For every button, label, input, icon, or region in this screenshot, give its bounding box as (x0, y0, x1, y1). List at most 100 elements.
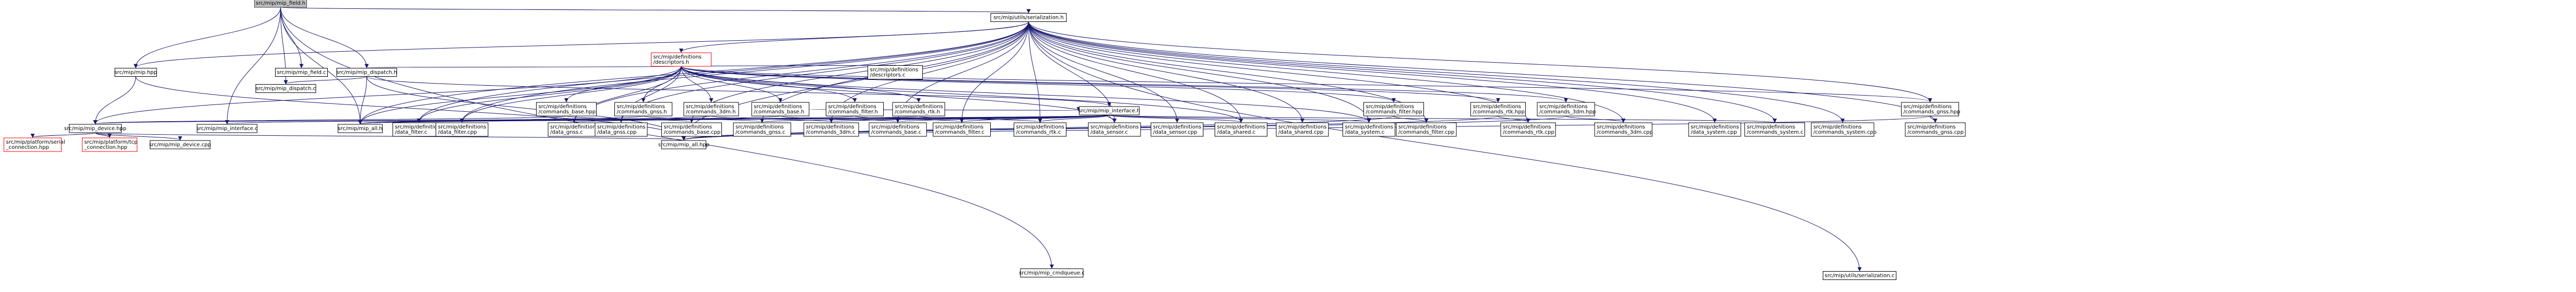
node-commands_gnss_c[interactable]: src/mip/definitions/commands_gnss.c (733, 122, 791, 137)
node-commands_3dm_cpp[interactable]: src/mip/definitions/commands_3dm.cpp (1594, 122, 1653, 137)
node-label: src/mip/platform/tcp (85, 139, 138, 145)
node-data_sensor_cpp[interactable]: src/mip/definitions/data_sensor.cpp (1150, 122, 1204, 137)
node-label: src/mip/definitions (1345, 124, 1394, 130)
node-label: /commands_base.h (754, 109, 804, 115)
node-mip_field_h[interactable]: src/mip/mip_field.h (254, 0, 307, 8)
node-label: src/mip/mip_device.cpp (149, 142, 211, 148)
node-data_system_cpp[interactable]: src/mip/definitions/data_system.cpp (1688, 122, 1741, 137)
node-box (1215, 122, 1267, 137)
node-commands_filter_c[interactable]: src/mip/definitions/commands_filter.c (933, 122, 991, 137)
node-commands_system_c[interactable]: src/mip/definitions/commands_system.c (1744, 122, 1805, 137)
node-box (869, 122, 927, 137)
node-serialization_h[interactable]: src/mip/utils/serialization.h (990, 13, 1067, 22)
node-label: src/mip/mip_cmdqueue.c (1019, 271, 1085, 276)
node-serialization_c[interactable]: src/mip/utils/serialization.c (1823, 271, 1896, 280)
node-mip_dispatch_c[interactable]: src/mip/mip_dispatch.c (255, 84, 316, 93)
node-label: src/mip/definitions (870, 67, 919, 73)
edge-mip_field_h-to-midqueue_c (280, 7, 1054, 269)
node-data_sensor_c[interactable]: src/mip/definitions/data_sensor.c (1088, 122, 1141, 137)
node-box (868, 65, 923, 79)
node-label: src/mip/definitions (1813, 124, 1862, 130)
edge-serialization_h-to-serialization_c (1028, 21, 1862, 272)
node-label: src/mip/definitions (806, 124, 854, 130)
edge-mip_interface_h-to-data_sensor_c (1109, 114, 1117, 123)
node-commands_3dm_c[interactable]: src/mip/definitions/commands_3dm.c (803, 122, 859, 137)
node-descriptors_h[interactable]: src/mip/definitions/descriptors.h (651, 52, 711, 67)
node-data_gnss_c[interactable]: src/mip/definitions/data_gnss.c (548, 122, 601, 137)
node-mip_device_cpp[interactable]: src/mip/mip_device.cpp (149, 140, 211, 149)
node-box (1343, 122, 1395, 137)
node-label: /commands_system.cpp (1813, 130, 1877, 135)
node-label: src/mip/definitions (1217, 124, 1266, 130)
node-label: src/mip/definitions (935, 124, 984, 130)
node-commands_gnss_cpp[interactable]: src/mip/definitions/commands_gnss.cpp (1905, 122, 1966, 137)
node-commands_gnss_h[interactable]: src/mip/definitions/commands_gnss.h (614, 102, 672, 116)
node-box (1823, 271, 1896, 280)
node-mip_field_c[interactable]: src/mip/mip_field.c (275, 68, 328, 77)
node-mip_interface_h[interactable]: src/mip/mip_interface.h (1078, 106, 1140, 115)
node-commands_rtk_hpp[interactable]: src/mip/definitions/commands_rtk.hpp (1470, 102, 1526, 116)
node-mip_all_hpp[interactable]: src/mip/mip_all.hpp (658, 140, 709, 149)
edge-descriptors_h-to-commands_rtk_h (681, 66, 921, 102)
node-label: src/mip/definitions (1366, 104, 1415, 110)
node-commands_gnss_hpp[interactable]: src/mip/definitions/commands_gnss.hpp (1901, 102, 1961, 116)
node-commands_rtk_cpp[interactable]: src/mip/definitions/commands_rtk.cpp (1500, 122, 1556, 137)
node-label: src/mip/definitions (1597, 124, 1645, 130)
node-midqueue_c[interactable]: src/mip/mip_cmdqueue.c (1019, 268, 1085, 277)
node-commands_filter_h[interactable]: src/mip/definitions/commands_filter.h (826, 102, 884, 116)
node-commands_base_hpp[interactable]: src/mip/definitions/commands_base.hpp (536, 102, 597, 116)
node-label: /commands_gnss.c (735, 130, 785, 135)
edge-mip_interface_h-to-data_system_c (1109, 114, 1371, 123)
node-label: src/mip/definitions (395, 124, 444, 130)
node-label: src/mip/definitions (1503, 124, 1551, 130)
node-box (933, 122, 991, 137)
edge-layer (30, 7, 1938, 272)
node-mip_dispatch_h[interactable]: src/mip/mip_dispatch.h (336, 68, 397, 77)
node-box (990, 13, 1067, 22)
node-descriptors_c[interactable]: src/mip/definitions/descriptors.c (868, 65, 923, 79)
node-commands_filter_cpp[interactable]: src/mip/definitions/commands_filter.cpp (1396, 122, 1457, 137)
node-label: /commands_gnss.cpp (1907, 130, 1964, 135)
node-label: /commands_base.hpp (539, 109, 596, 115)
node-box (1014, 122, 1066, 137)
node-mip_device_hpp[interactable]: src/mip/mip_device.hpp (64, 124, 126, 133)
node-data_shared_cpp[interactable]: src/mip/definitions/data_shared.cpp (1276, 122, 1329, 137)
node-label: src/mip/mip_all.h (338, 126, 382, 132)
node-commands_rtk_h[interactable]: src/mip/definitions/commands_rtk.h (892, 102, 945, 116)
node-data_shared_c[interactable]: src/mip/definitions/data_shared.c (1215, 122, 1267, 137)
node-data_gnss_cpp[interactable]: src/mip/definitions/data_gnss.cpp (595, 122, 648, 137)
node-box (1811, 122, 1874, 137)
node-label: src/mip/mip_all.hpp (658, 142, 709, 148)
node-commands_base_c[interactable]: src/mip/definitions/commands_base.c (869, 122, 927, 137)
node-commands_base_cpp[interactable]: src/mip/definitions/commands_base.cpp (661, 122, 722, 137)
node-box (69, 124, 122, 133)
edge-descriptors_h-to-data_shared_c (681, 66, 1243, 123)
node-box (1276, 122, 1329, 137)
edge-serialization_h-to-mip_hpp (134, 21, 1029, 68)
edge-serialization_h-to-data_filter_cpp (460, 21, 1029, 123)
node-mip_hpp[interactable]: src/mip/mip.hpp (114, 68, 157, 77)
node-commands_base_h[interactable]: src/mip/definitions/commands_base.h (751, 102, 810, 116)
node-label: /descriptors.c (870, 73, 906, 78)
node-commands_rtk_c[interactable]: src/mip/definitions/commands_rtk.c (1014, 122, 1066, 137)
node-serial_connection_hpp[interactable]: src/mip/platform/serial_connection.hpp (4, 137, 65, 152)
edge-serialization_h-to-data_filter_c (417, 21, 1029, 123)
node-label: /data_shared.cpp (1278, 130, 1323, 135)
edge-serialization_h-to-data_shared_cpp (1028, 21, 1304, 123)
edge-mip_device_hpp-to-mip_device_cpp (95, 132, 182, 141)
edge-serialization_h-to-commands_system_cpp (1028, 21, 1845, 123)
node-commands_filter_hpp[interactable]: src/mip/definitions/commands_filter.hpp (1363, 102, 1424, 116)
node-commands_3dm_hpp[interactable]: src/mip/definitions/commands_3dm.hpp (1537, 102, 1596, 116)
node-mip_interface_c[interactable]: src/mip/mip_interface.c (196, 124, 258, 133)
node-data_system_c[interactable]: src/mip/definitions/data_system.c (1343, 122, 1395, 137)
node-box (751, 102, 810, 116)
node-commands_3dm_h[interactable]: src/mip/definitions/commands_3dm.h (683, 102, 739, 116)
node-tcp_connection_hpp[interactable]: src/mip/platform/tcp_connection.hpp (82, 137, 138, 152)
node-label: /commands_base.cpp (664, 130, 721, 135)
node-label: src/mip/definitions (1090, 124, 1139, 130)
node-data_filter_cpp[interactable]: src/mip/definitions/data_filter.cpp (435, 122, 489, 137)
node-label: /data_sensor.cpp (1153, 130, 1197, 135)
node-label: src/mip/definitions (597, 124, 646, 130)
node-mip_all_h[interactable]: src/mip/mip_all.h (338, 124, 383, 133)
node-commands_system_cpp[interactable]: src/mip/definitions/commands_system.cpp (1811, 122, 1877, 137)
